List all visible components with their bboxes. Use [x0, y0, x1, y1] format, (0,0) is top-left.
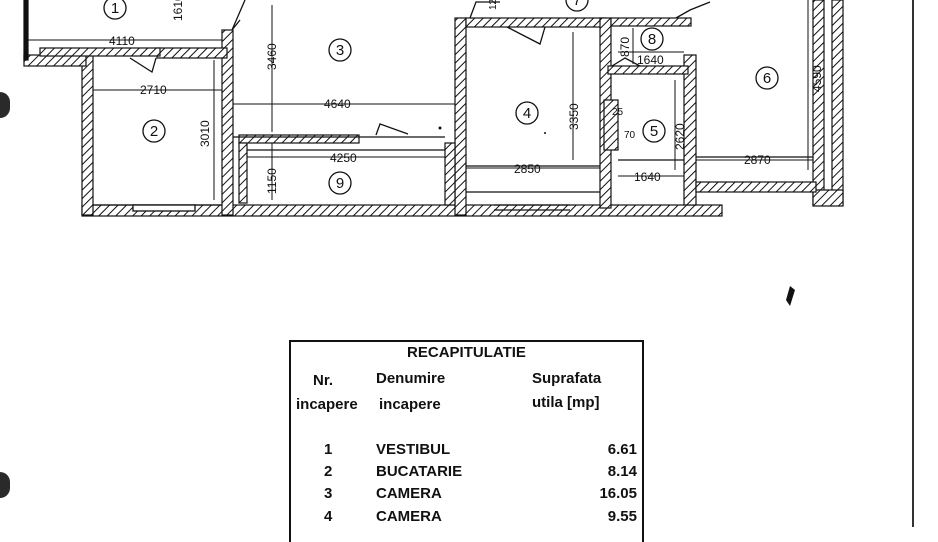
dim-label: 2620 — [673, 123, 687, 150]
col-name-header-2: incapere — [379, 396, 441, 413]
col-area-header-2: utila [mp] — [532, 394, 600, 411]
walls — [23, 0, 844, 217]
dim-label: 25 — [612, 107, 624, 118]
recap-row: 1 VESTIBUL 6.61 — [291, 441, 642, 463]
dim-label: 1610 — [171, 0, 185, 21]
dim-label: 4250 — [330, 151, 357, 165]
room-markers — [103, 0, 779, 195]
row-area: 6.61 — [607, 441, 637, 458]
dim-label: 3460 — [265, 43, 279, 70]
dim-label: 2710 — [140, 83, 167, 97]
dim-label: 1150 — [265, 168, 279, 194]
recap-row: 2 BUCATARIE 8.14 — [291, 463, 642, 485]
row-area: 9.55 — [607, 508, 637, 525]
punch-hole — [0, 472, 10, 498]
room-number: 3 — [336, 42, 344, 59]
room-number: 7 — [573, 0, 581, 9]
recap-table: RECAPITULATIE Nr. incapere Denumire inca… — [289, 340, 644, 542]
room-number: 2 — [150, 123, 158, 140]
dim-label: 12 — [488, 0, 499, 10]
col-name-header-1: Denumire — [376, 370, 446, 387]
dim-label: 3010 — [198, 120, 212, 147]
dim-label: 4110 — [109, 34, 135, 48]
dim-label: 70 — [624, 130, 636, 141]
row-number: 1 — [324, 441, 333, 458]
dim-label: 4590 — [810, 65, 824, 92]
ink-mark — [786, 286, 795, 306]
interior-lines — [93, 0, 813, 212]
row-name: CAMERA — [376, 508, 442, 525]
floor-plan: 1 2 3 4 5 6 7 8 9 4110 1610 2710 3010 34… — [23, 0, 844, 306]
row-name: CAMERA — [376, 485, 442, 502]
room-number: 8 — [648, 31, 656, 48]
row-area: 16.05 — [599, 485, 637, 502]
col-nr-header-1: Nr. — [313, 372, 334, 389]
room-number: 9 — [336, 175, 344, 192]
room-number: 5 — [650, 123, 658, 140]
room-number: 6 — [763, 70, 771, 87]
row-name: VESTIBUL — [376, 441, 451, 458]
dim-label: 1640 — [637, 53, 664, 67]
row-number: 4 — [324, 508, 333, 525]
col-nr-header-2: incapere — [296, 396, 358, 413]
dim-label: 2870 — [744, 153, 771, 167]
dimension-lines — [28, 0, 813, 200]
recap-row: 4 CAMERA 9.55 — [291, 508, 642, 530]
recap-row: 3 CAMERA 16.05 — [291, 485, 642, 507]
punch-hole — [0, 92, 10, 118]
room-number: 1 — [111, 0, 119, 17]
recap-title: RECAPITULATIE — [407, 344, 526, 361]
row-name: BUCATARIE — [376, 463, 463, 480]
row-area: 8.14 — [607, 463, 637, 480]
room-number: 4 — [523, 105, 531, 122]
dim-label: 3350 — [567, 103, 581, 130]
row-number: 2 — [324, 463, 333, 480]
dim-label: 1640 — [634, 170, 661, 184]
page-edge — [912, 0, 914, 527]
dim-label: 2850 — [514, 162, 541, 176]
dim-label: 870 — [618, 37, 632, 57]
col-area-header-1: Suprafata — [532, 370, 602, 387]
dim-label: 4640 — [324, 97, 351, 111]
row-number: 3 — [324, 485, 333, 502]
